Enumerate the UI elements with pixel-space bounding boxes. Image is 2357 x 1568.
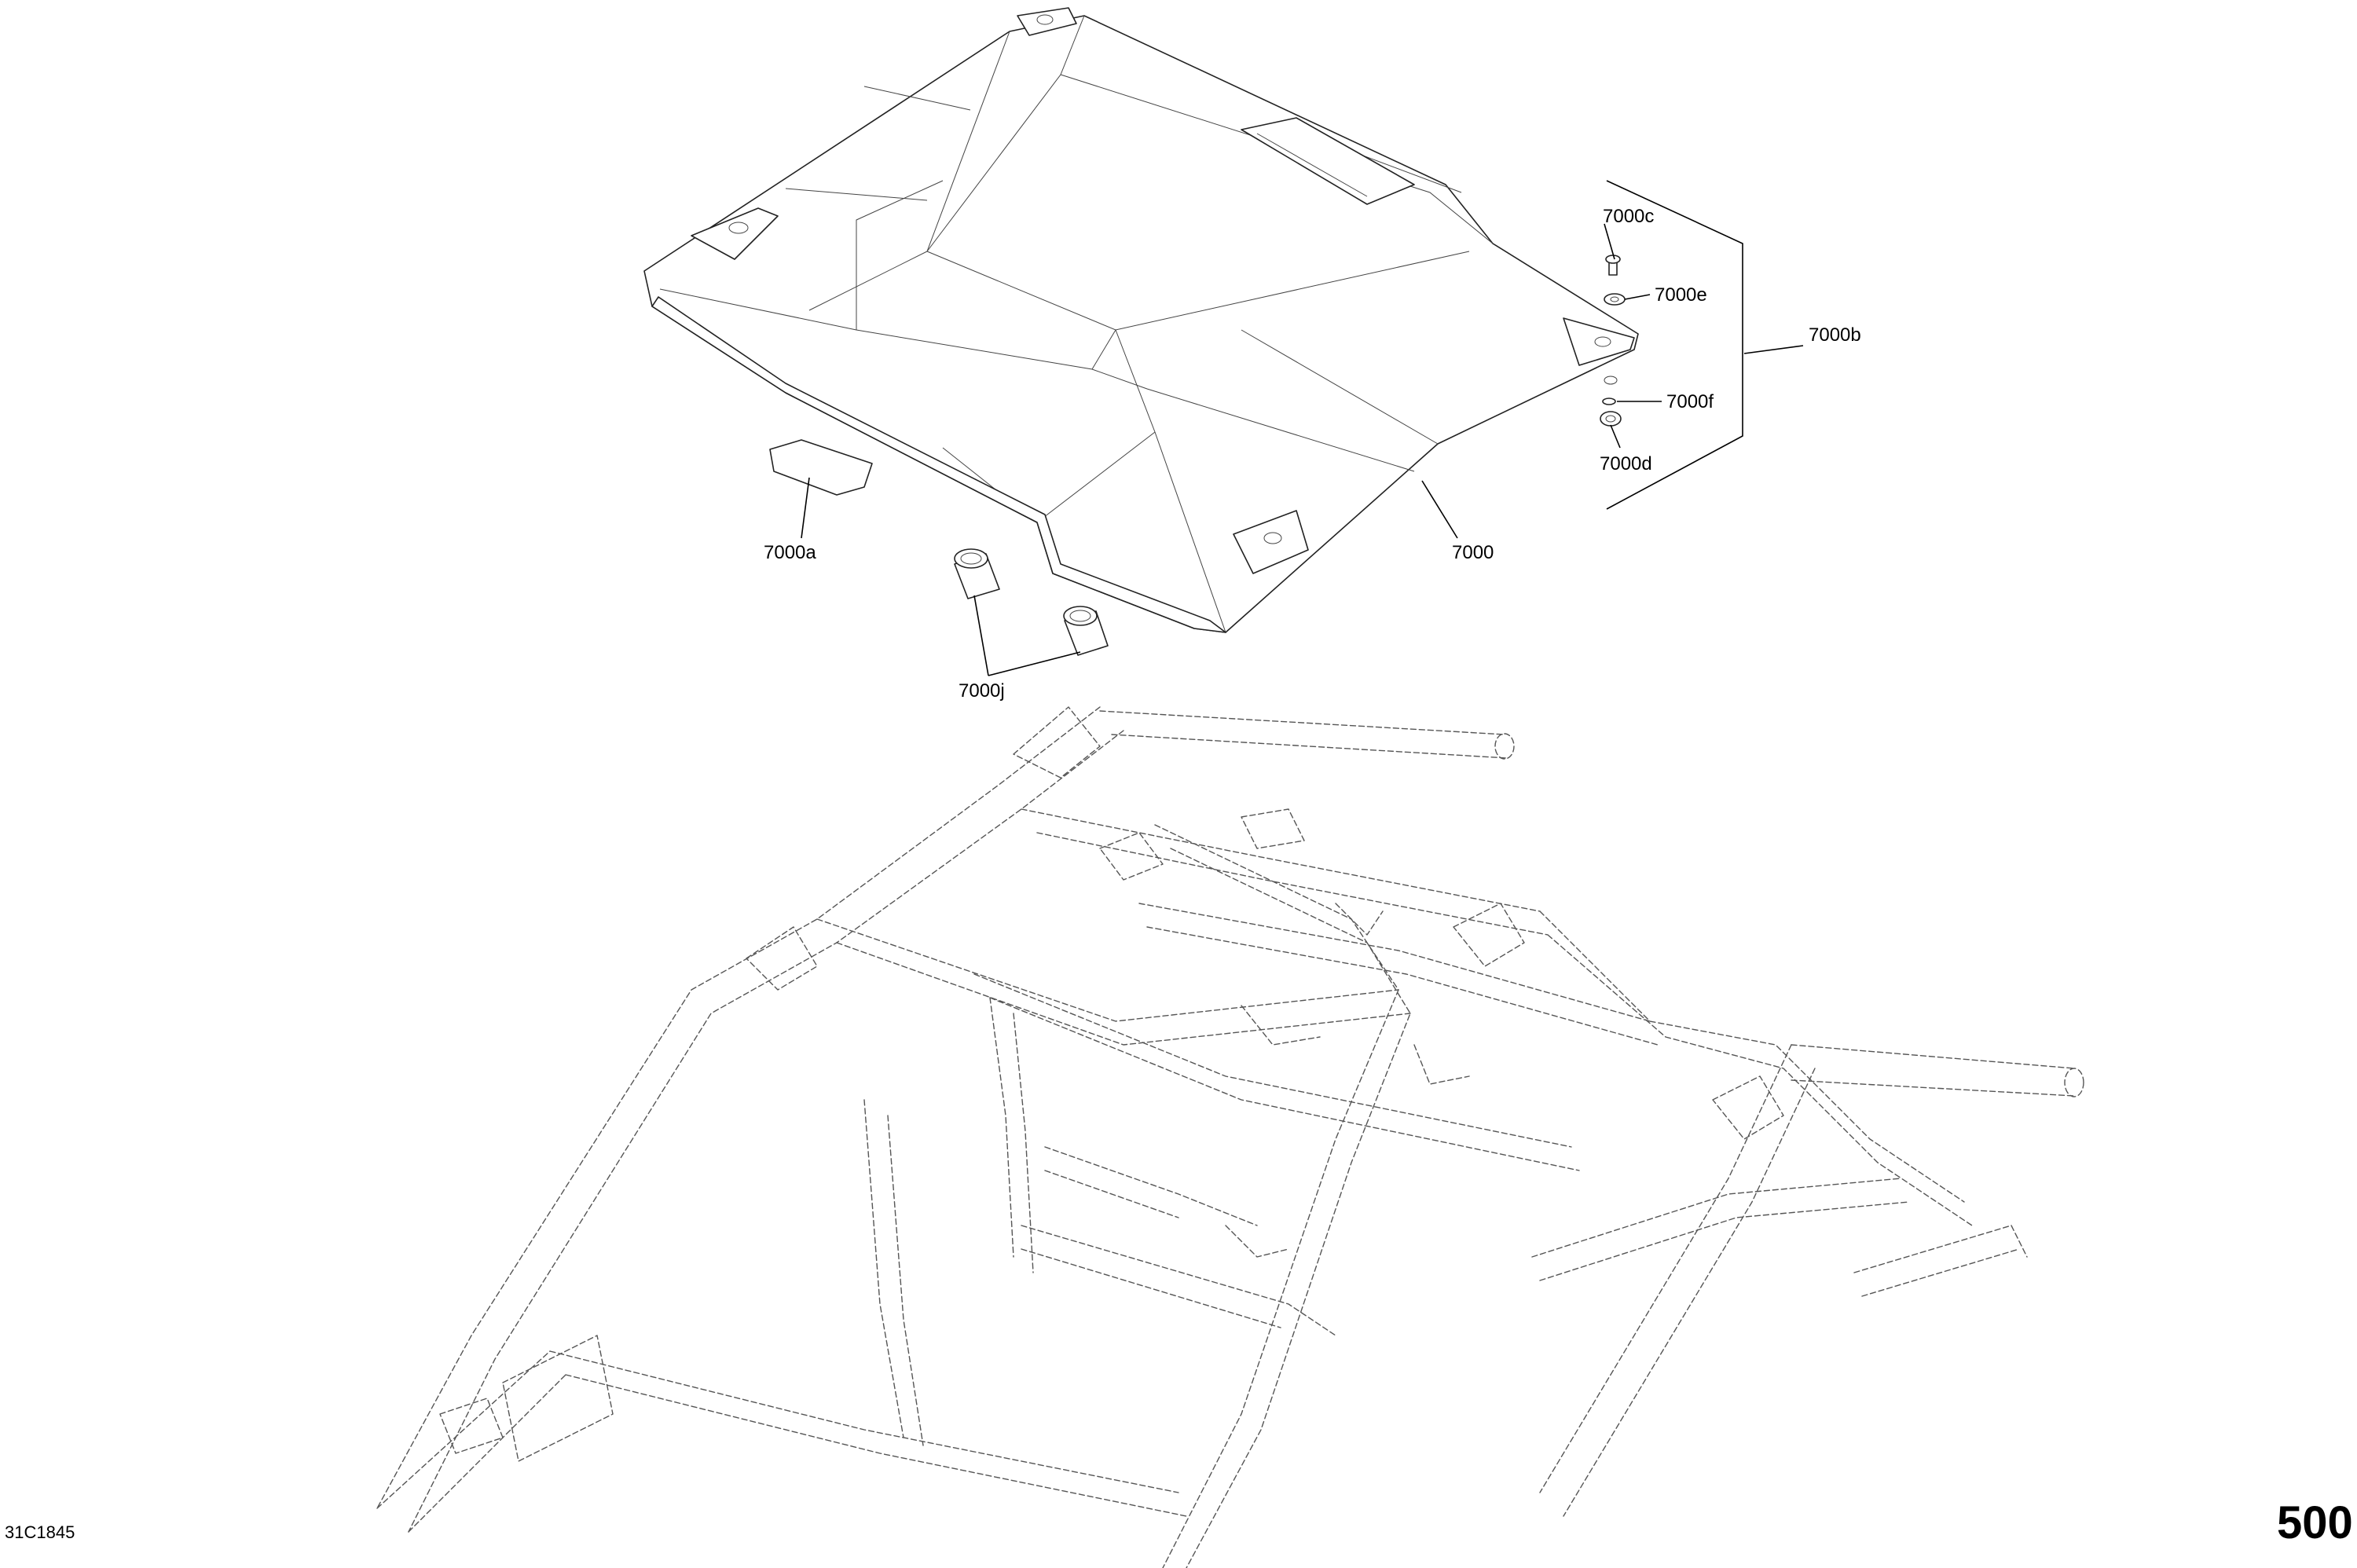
label-7000d: 7000d [1600,453,1652,474]
label-7000a: 7000a [764,542,816,563]
fastener-set [1600,255,1626,427]
spacer [1604,376,1618,385]
part-7000c-screw [1605,255,1621,276]
page-number: 500 [2277,1497,2353,1548]
label-7000j: 7000j [959,680,1005,702]
part-7000j-bushings [954,548,1109,656]
drawing-reference: 31C1845 [5,1522,75,1542]
part-7000f-washer [1602,397,1616,405]
leader-lines [801,180,1804,676]
roll-cage-frame [376,706,2084,1568]
label-7000f: 7000f [1666,391,1714,412]
roof-panel [643,7,1639,633]
label-7000e: 7000e [1655,284,1707,306]
label-7000c: 7000c [1603,206,1654,227]
part-7000a-pad [769,439,873,496]
label-7000: 7000 [1452,542,1494,563]
part-7000d-nut [1600,411,1622,427]
label-7000b: 7000b [1809,324,1861,346]
part-7000e-washer [1604,293,1626,306]
callout-labels: 7000c 7000e 7000b 7000f 7000d 7000a 7000… [764,206,1861,702]
